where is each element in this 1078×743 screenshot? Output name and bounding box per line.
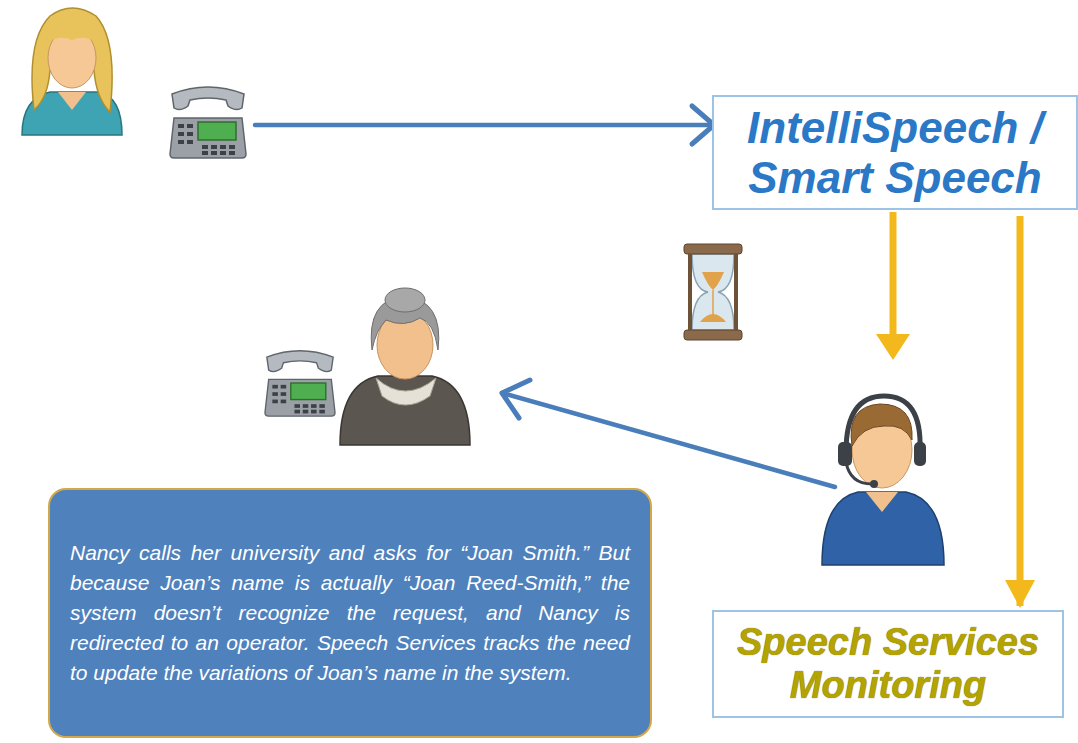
hourglass-icon: [684, 244, 742, 340]
caller-icon-part: [32, 8, 112, 112]
hourglass-icon-part: [684, 330, 742, 340]
callee-icon-part: [376, 378, 436, 405]
operator-icon-part: [846, 396, 920, 452]
callee-icon: [340, 288, 470, 445]
call-arrow: [255, 106, 714, 144]
operator-icon-part: [822, 492, 944, 565]
node-text: Nancy calls her university and asks for …: [70, 538, 630, 687]
routing-arrow-part: [876, 334, 910, 360]
hourglass-icon-part: [734, 254, 738, 330]
transfer-arrow-part: [502, 380, 530, 418]
node-text: Speech Services Monitoring: [728, 621, 1048, 706]
operator-icon-part: [846, 462, 872, 484]
hourglass-icon-part: [688, 254, 692, 330]
caller-icon: [22, 8, 122, 135]
node-text: IntelliSpeech / Smart Speech: [728, 103, 1062, 202]
flow-arrow: [1017, 216, 1024, 606]
callee-icon-part: [340, 376, 470, 445]
note-callout: Nancy calls her university and asks for …: [48, 488, 652, 738]
phone-icon: [170, 87, 246, 158]
transfer-arrow-part: [502, 393, 835, 487]
operator-icon: [822, 396, 944, 565]
hourglass-icon-part: [702, 272, 724, 290]
caller-icon-part: [58, 92, 86, 110]
routing-arrow-part: [890, 212, 897, 338]
system-box: IntelliSpeech / Smart Speech: [712, 95, 1078, 210]
hourglass-icon-part: [692, 254, 734, 330]
call-arrow-part: [255, 123, 712, 128]
callee-icon-part: [385, 288, 425, 312]
call-arrow-part: [692, 106, 714, 144]
monitoring-box: Speech Services Monitoring: [712, 610, 1064, 718]
operator-icon-part: [914, 442, 926, 466]
transfer-arrow: [502, 380, 835, 487]
routing-arrow: [876, 212, 910, 360]
operator-icon-part: [866, 492, 898, 512]
operator-icon-part: [870, 480, 878, 488]
phone-icon: [265, 351, 335, 416]
hourglass-icon-part: [684, 244, 742, 254]
hourglass-icon-part: [712, 290, 714, 320]
operator-icon-part: [851, 404, 912, 446]
caller-icon-part: [46, 18, 98, 44]
